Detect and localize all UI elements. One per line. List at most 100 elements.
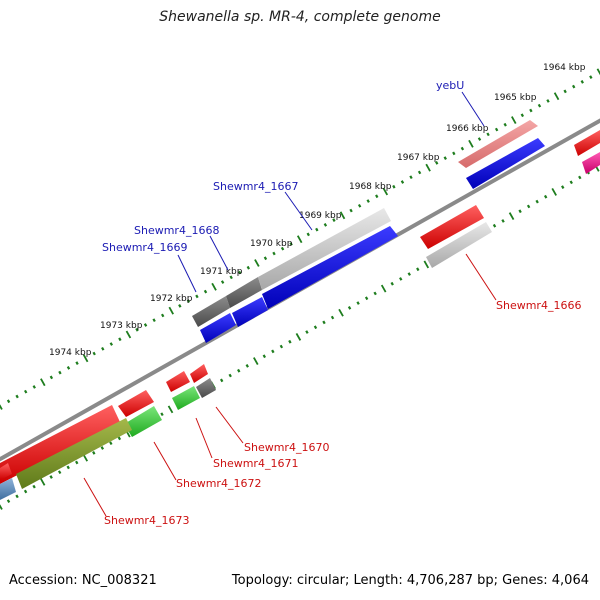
- minor-tick: [228, 373, 232, 378]
- minor-tick: [407, 272, 411, 276]
- minor-tick: [589, 75, 593, 79]
- scale-label: 1966 kbp: [446, 124, 489, 134]
- minor-tick: [6, 499, 11, 504]
- major-tick: [254, 259, 260, 267]
- minor-tick: [323, 223, 328, 227]
- minor-tick: [272, 251, 276, 256]
- gene-label-shewmr4-1673: Shewmr4_1673: [104, 514, 189, 527]
- gene-feature: [420, 205, 484, 249]
- minor-tick: [435, 161, 439, 165]
- reverse-features: [0, 205, 492, 500]
- minor-tick: [349, 208, 353, 213]
- minor-tick: [357, 203, 362, 208]
- scale-label: 1965 kbp: [494, 93, 537, 103]
- major-tick: [125, 330, 132, 339]
- minor-tick: [109, 342, 114, 346]
- major-tick: [338, 308, 344, 317]
- gene-label-shewmr4-1667: Shewmr4_1667: [213, 180, 298, 193]
- scale-label: 1972 kbp: [150, 294, 193, 304]
- minor-tick: [364, 296, 369, 301]
- gene-label-yebU: yebU: [436, 79, 464, 92]
- major-tick: [295, 332, 302, 341]
- minor-tick: [161, 313, 165, 318]
- gene-feature: [232, 297, 268, 327]
- minor-tick: [66, 366, 71, 370]
- minor-tick: [75, 460, 79, 465]
- minor-tick: [263, 256, 268, 261]
- gene-feature: [466, 138, 545, 189]
- minor-tick: [580, 80, 584, 84]
- major-tick: [468, 139, 474, 148]
- minor-tick: [477, 137, 482, 141]
- major-tick: [551, 188, 557, 196]
- minor-tick: [322, 320, 326, 325]
- minor-tick: [186, 299, 191, 303]
- minor-tick: [501, 219, 505, 223]
- minor-tick: [313, 325, 318, 330]
- scale-label: 1971 kbp: [200, 267, 243, 277]
- minor-tick: [375, 194, 379, 199]
- minor-tick: [392, 184, 396, 189]
- gene-feature: [258, 208, 391, 290]
- gene-feature: [200, 313, 236, 343]
- minor-tick: [356, 301, 360, 305]
- minor-tick: [399, 277, 403, 281]
- minor-tick: [400, 180, 405, 184]
- gene-feature: [574, 130, 600, 156]
- gene-feature: [0, 463, 12, 480]
- minor-tick: [246, 265, 251, 270]
- minor-tick: [118, 337, 122, 342]
- minor-tick: [529, 108, 533, 113]
- minor-tick: [460, 146, 465, 151]
- minor-tick: [288, 339, 292, 344]
- minor-tick: [569, 180, 573, 185]
- minor-tick: [143, 323, 148, 327]
- minor-tick: [135, 327, 139, 332]
- minor-tick: [347, 306, 352, 310]
- minor-tick: [332, 218, 336, 222]
- gene-feature: [192, 296, 230, 327]
- minor-tick: [520, 113, 525, 118]
- minor-tick: [6, 399, 11, 404]
- minor-tick: [229, 275, 233, 280]
- minor-tick: [23, 489, 28, 494]
- map-title: Shewanella sp. MR-4, complete genome: [159, 9, 441, 25]
- minor-tick: [92, 451, 96, 455]
- minor-tick: [572, 84, 576, 89]
- minor-tick: [306, 232, 310, 237]
- gene-feature: [0, 405, 120, 484]
- scale-label: 1973 kbp: [100, 321, 143, 331]
- gene-labels: yebU Shewmr4_1667 Shewmr4_1668 Shewmr4_1…: [102, 79, 581, 527]
- major-tick: [253, 357, 259, 365]
- minor-tick: [271, 349, 275, 354]
- minor-tick: [492, 223, 497, 228]
- minor-tick: [195, 294, 199, 299]
- gene-label-shewmr4-1671: Shewmr4_1671: [213, 457, 298, 470]
- gene-feature: [426, 222, 492, 268]
- scale-labels: 1964 kbp 1965 kbp 1966 kbp 1967 kbp 1968…: [49, 63, 586, 358]
- minor-tick: [178, 304, 182, 308]
- minor-tick: [503, 122, 507, 127]
- minor-tick: [366, 199, 370, 203]
- major-tick: [211, 282, 217, 291]
- minor-tick: [578, 175, 582, 180]
- forward-features: [192, 120, 600, 343]
- minor-tick: [203, 289, 208, 294]
- scale-label: 1968 kbp: [349, 182, 392, 192]
- gene-label-shewmr4-1670: Shewmr4_1670: [244, 441, 329, 454]
- major-tick: [553, 92, 560, 101]
- minor-tick: [280, 246, 285, 251]
- minor-tick: [443, 156, 447, 160]
- major-tick: [423, 260, 430, 269]
- gene-feature: [582, 152, 600, 174]
- minor-tick: [220, 280, 225, 284]
- minor-tick: [219, 378, 224, 383]
- minor-tick: [373, 291, 377, 296]
- major-tick: [596, 68, 600, 76]
- minor-tick: [315, 227, 319, 232]
- gene-feature: [0, 478, 16, 500]
- minor-tick: [32, 385, 36, 389]
- minor-tick: [49, 475, 53, 479]
- minor-tick: [452, 151, 456, 156]
- gene-label-shewmr4-1666: Shewmr4_1666: [496, 299, 581, 312]
